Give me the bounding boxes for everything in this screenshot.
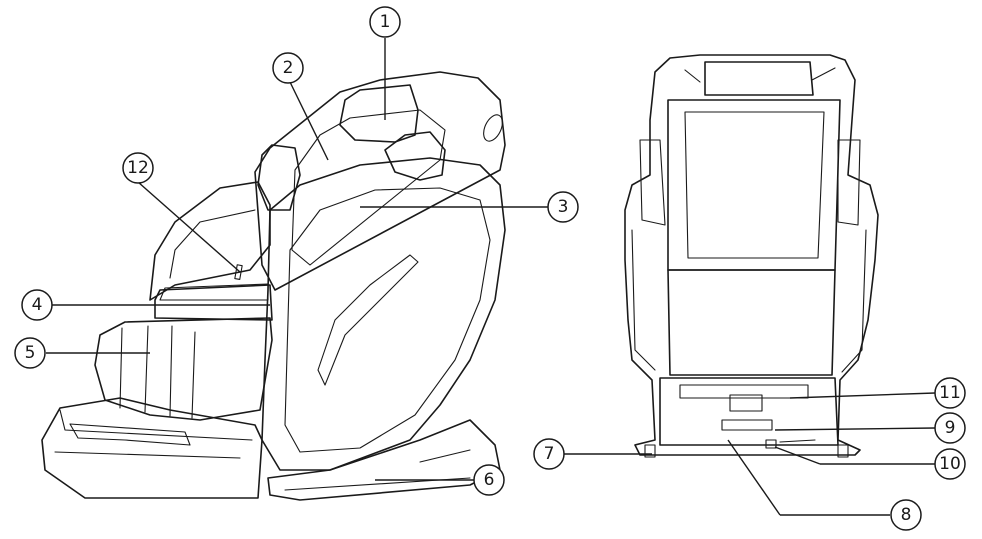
front-view-chair — [41, 71, 506, 501]
callout-12: 12 — [122, 152, 154, 184]
callout-8-label: 8 — [901, 505, 912, 525]
callout-7-label: 7 — [544, 444, 555, 464]
callout-4-label: 4 — [32, 295, 43, 315]
callout-6-label: 6 — [484, 470, 495, 490]
callout-5: 5 — [14, 337, 46, 369]
leader-lines — [46, 38, 936, 516]
back-view-chair — [624, 54, 879, 458]
callout-8: 8 — [890, 499, 922, 531]
callout-10: 10 — [934, 448, 966, 480]
callout-12-label: 12 — [127, 158, 149, 178]
callout-11: 11 — [934, 377, 966, 409]
callout-2: 2 — [272, 52, 304, 84]
callout-9-label: 9 — [945, 418, 956, 438]
callout-5-label: 5 — [25, 343, 36, 363]
callout-6: 6 — [473, 464, 505, 496]
callout-3-label: 3 — [558, 197, 569, 217]
callout-3: 3 — [547, 191, 579, 223]
callout-1: 1 — [369, 6, 401, 38]
callout-7: 7 — [533, 438, 565, 470]
callout-10-label: 10 — [939, 454, 961, 474]
callout-4: 4 — [21, 289, 53, 321]
callout-11-label: 11 — [939, 383, 961, 403]
callout-1-label: 1 — [380, 12, 391, 32]
callout-9: 9 — [934, 412, 966, 444]
callout-2-label: 2 — [283, 58, 294, 78]
